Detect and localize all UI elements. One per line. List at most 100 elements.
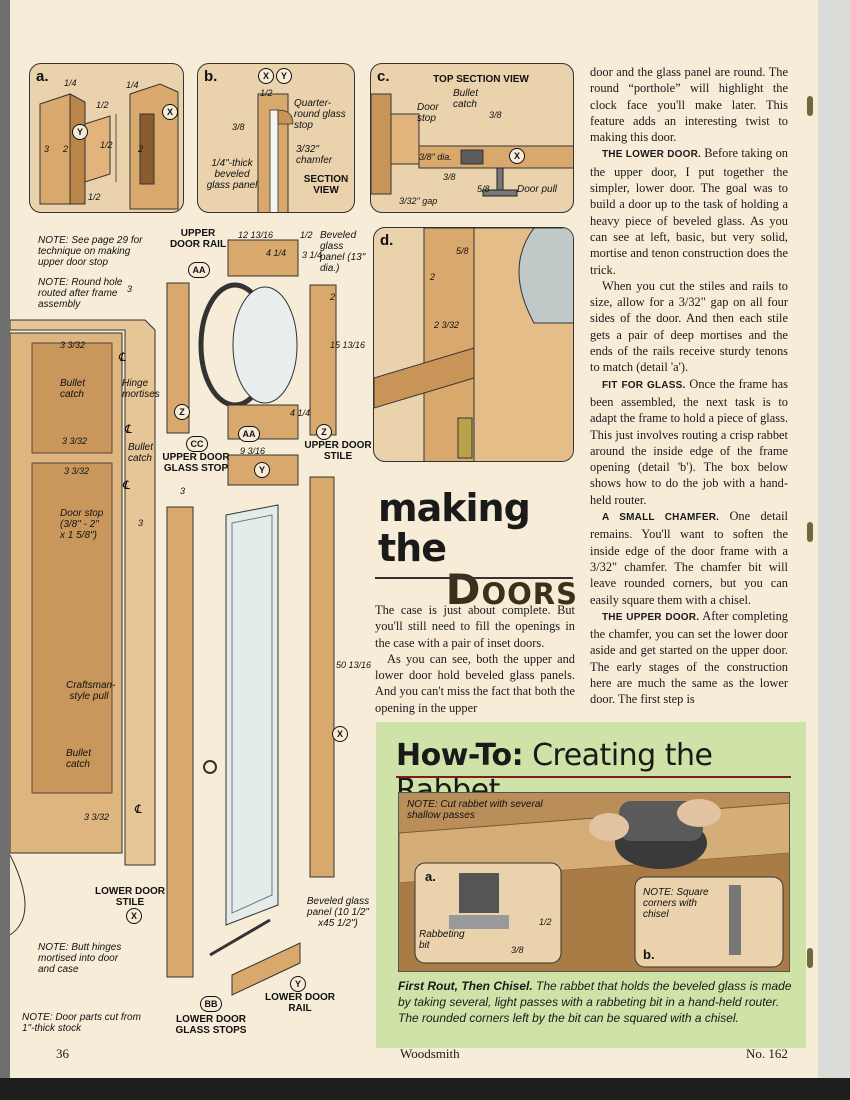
- binding-mark: [807, 948, 813, 968]
- part-marker: Y: [276, 68, 292, 84]
- paragraph-text: Before taking on the upper door, I put t…: [590, 146, 788, 277]
- part-lower-door-stile: LOWER DOOR STILE: [95, 886, 165, 908]
- howto-rule: [396, 776, 791, 778]
- paragraph: When you cut the stiles and rails to siz…: [590, 278, 788, 375]
- dim: 4 1/4: [290, 408, 311, 418]
- callout: 1/4"-thick beveled glass panel: [206, 158, 258, 191]
- inset-callout: Rabbeting bit: [419, 929, 465, 951]
- centerline-mark: ℄: [118, 350, 126, 364]
- page-number: 36: [56, 1046, 69, 1061]
- note-door-parts: NOTE: Door parts cut from 1"-thick stock: [22, 1012, 141, 1034]
- part-upper-door-rail: UPPER DOOR RAIL: [169, 228, 227, 250]
- dim: 1/2: [100, 140, 113, 150]
- dim: 1/4: [64, 78, 77, 88]
- detail-label: a.: [36, 68, 49, 85]
- callout: 3/32" chamfer: [296, 144, 333, 166]
- note-butt-hinges: NOTE: Butt hinges mortised into door and…: [38, 942, 122, 975]
- dim: 3/8: [232, 122, 245, 132]
- run-in-heading: THE LOWER DOOR.: [602, 149, 701, 161]
- dim: 12 13/16: [238, 230, 274, 240]
- binding-mark: [807, 96, 813, 116]
- part-marker: AA: [188, 262, 210, 278]
- run-in-heading: THE UPPER DOOR.: [602, 611, 700, 623]
- run-in-heading: FIT FOR GLASS.: [602, 379, 686, 391]
- callout: Door pull: [517, 184, 558, 195]
- dim: 3 3/32: [60, 340, 86, 350]
- part-marker: X: [509, 148, 525, 164]
- part-marker: X: [258, 68, 274, 84]
- section-label: SECTION VIEW: [303, 174, 349, 196]
- dim: 1/2: [260, 88, 273, 98]
- detail-c: c. TOP SECTION VIEW Bullet catch Door st…: [370, 63, 574, 213]
- dim: 3: [127, 284, 133, 294]
- dim: 3/32" gap: [399, 196, 438, 206]
- dim: 3 3/32: [64, 466, 90, 476]
- dim: 2: [430, 272, 436, 282]
- section-illustration: [257, 93, 294, 212]
- detail-label: d.: [380, 232, 394, 249]
- paragraph: A SMALL CHAMFER. One detail remains. You…: [590, 508, 788, 608]
- paragraph: THE LOWER DOOR. Before taking on the upp…: [590, 145, 788, 277]
- paragraph: The case is just about complete. But you…: [375, 603, 575, 650]
- detail-label: b.: [204, 68, 218, 85]
- part-marker: CC: [186, 436, 208, 452]
- part-marker: Y: [72, 124, 88, 140]
- dim: 2: [330, 292, 336, 302]
- label-bullet-catch: Bullet catch: [66, 748, 92, 770]
- part-marker: BB: [200, 996, 222, 1012]
- dim: 50 13/16: [336, 660, 372, 670]
- label-hinge-mortises: Hinge mortises: [122, 378, 160, 400]
- dim: 1/2: [539, 917, 552, 927]
- dim: 3/8: [511, 945, 524, 955]
- howto-caption: First Rout, Then Chisel. The rabbet that…: [398, 978, 794, 1026]
- detail-label: c.: [377, 68, 390, 85]
- detail-d: d. 5/8 2 2 3/32: [373, 227, 574, 462]
- detail-a: a. 1/4 1/4 1/2 3 2 1/2 2 1/2 X Y: [29, 63, 184, 213]
- section-title: TOP SECTION VIEW: [433, 74, 529, 85]
- headline-line-1: making the: [378, 486, 531, 570]
- paragraph: THE UPPER DOOR. After completing the cha…: [590, 608, 788, 708]
- dim: 3/8" dia.: [419, 152, 452, 162]
- centerline-mark: ℄: [122, 478, 130, 492]
- run-in-heading: A SMALL CHAMFER.: [602, 512, 720, 524]
- dim: 15 13/16: [330, 340, 366, 350]
- dim: 3 3/32: [62, 436, 88, 446]
- part-lower-glass-stops: LOWER DOOR GLASS STOPS: [175, 1014, 247, 1036]
- label-craftsman-pull: Craftsman-style pull: [66, 680, 116, 702]
- dim: 3 1/4: [302, 250, 323, 260]
- note-upper-stop: NOTE: See page 29 for technique on makin…: [38, 235, 143, 268]
- part-marker: Z: [316, 424, 332, 440]
- article-column-1: The case is just about complete. But you…: [375, 602, 575, 716]
- label-bullet-catch: Bullet catch: [60, 378, 86, 400]
- article-column-2: door and the glass panel are round. The …: [590, 64, 788, 708]
- dim: 3: [44, 144, 50, 154]
- binding-mark: [807, 522, 813, 542]
- dim: 4 1/4: [266, 248, 287, 258]
- part-marker: AA: [238, 426, 260, 442]
- part-marker: Y: [254, 462, 270, 478]
- part-marker: X: [332, 726, 348, 742]
- caption-text: The rabbet that holds the beveled glass …: [398, 979, 792, 1025]
- issue-number: No. 162: [746, 1046, 788, 1061]
- label-door-stop: Door stop (3/8" - 2" x 1 5/8"): [60, 508, 104, 541]
- paragraph: As you can see, both the upper and lower…: [375, 651, 575, 715]
- detail-b: b. X Y 1/2 3/8 Quarter-round glass stop …: [197, 63, 355, 213]
- dim: 3/8: [443, 172, 456, 182]
- centerline-mark: ℄: [134, 802, 142, 816]
- scan-bottom-edge: [0, 1078, 850, 1100]
- inset-label: a.: [425, 869, 436, 884]
- paragraph-text: Once the frame has been assembled, the n…: [590, 376, 789, 507]
- label-bullet-catch: Bullet catch: [128, 442, 154, 464]
- callout: Quarter-round glass stop: [294, 98, 346, 131]
- headline-rule: [375, 577, 573, 579]
- headline-line-2: Doors: [445, 565, 578, 614]
- dim: 3: [138, 518, 144, 528]
- paragraph-text: One detail remains. You'll want to softe…: [590, 509, 788, 607]
- part-upper-glass-stop: UPPER DOOR GLASS STOP: [162, 452, 230, 474]
- dim: 2: [138, 144, 144, 154]
- label-beveled-glass-round: Beveled glass panel (13" dia.): [320, 230, 366, 274]
- dim: 1/4: [126, 80, 139, 90]
- tenon-joint-illustration: [39, 83, 179, 210]
- howto-photo: NOTE: Cut rabbet with several shallow pa…: [398, 792, 790, 972]
- magazine-name: Woodsmith: [400, 1046, 460, 1061]
